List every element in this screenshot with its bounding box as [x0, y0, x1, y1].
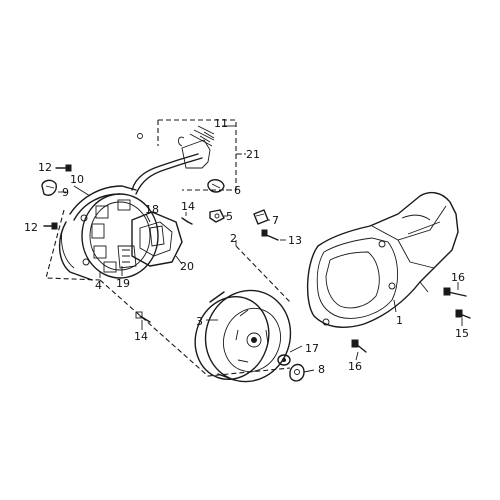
label-14-lower: 14	[134, 330, 148, 343]
label-14-upper: 14	[181, 200, 195, 213]
label-18: 18	[145, 203, 159, 216]
label-7: 7	[272, 214, 279, 227]
label-21: 21	[246, 148, 260, 161]
nut-8	[289, 363, 305, 382]
label-20: 20	[180, 260, 194, 273]
label-16-lower: 16	[348, 360, 362, 373]
grommet-6	[207, 179, 225, 193]
grommet-9	[41, 179, 58, 196]
label-12-upper: 12	[38, 161, 52, 174]
nut-5	[209, 209, 225, 223]
label-3: 3	[196, 315, 203, 328]
washer-17	[277, 354, 291, 366]
label-4: 4	[95, 279, 102, 292]
wire-harness	[131, 125, 215, 195]
label-11: 11	[214, 117, 228, 130]
flywheel	[194, 289, 292, 383]
label-2: 2	[230, 232, 237, 245]
label-16-right: 16	[451, 271, 465, 284]
side-cover	[306, 191, 459, 328]
label-8: 8	[318, 363, 325, 376]
label-19: 19	[116, 277, 130, 290]
label-5: 5	[226, 210, 233, 223]
label-12-lower: 12	[24, 221, 38, 234]
label-9: 9	[62, 186, 69, 199]
label-13: 13	[288, 234, 302, 247]
screw-12-upper	[55, 164, 72, 172]
bolt-16-lower	[351, 339, 367, 353]
bolt-14-lower	[135, 311, 151, 323]
clip-7	[253, 209, 269, 225]
pickup-coil-assembly	[117, 211, 183, 269]
bolt-13	[261, 229, 279, 241]
leader-lines	[58, 125, 463, 373]
label-17: 17	[305, 342, 319, 355]
label-1: 1	[396, 314, 403, 327]
bolt-16-right	[443, 287, 467, 297]
screw-12-lower	[43, 222, 58, 230]
bolt-14-upper	[181, 217, 193, 225]
stator-plate	[59, 185, 159, 281]
callout-labels: 1 2 3 4 5 6 7 8 9 10 11 12 12 13 14 14 1…	[24, 117, 469, 376]
label-6: 6	[234, 184, 241, 197]
label-10: 10	[70, 173, 84, 186]
label-15: 15	[455, 327, 469, 340]
bolt-15	[455, 309, 471, 319]
